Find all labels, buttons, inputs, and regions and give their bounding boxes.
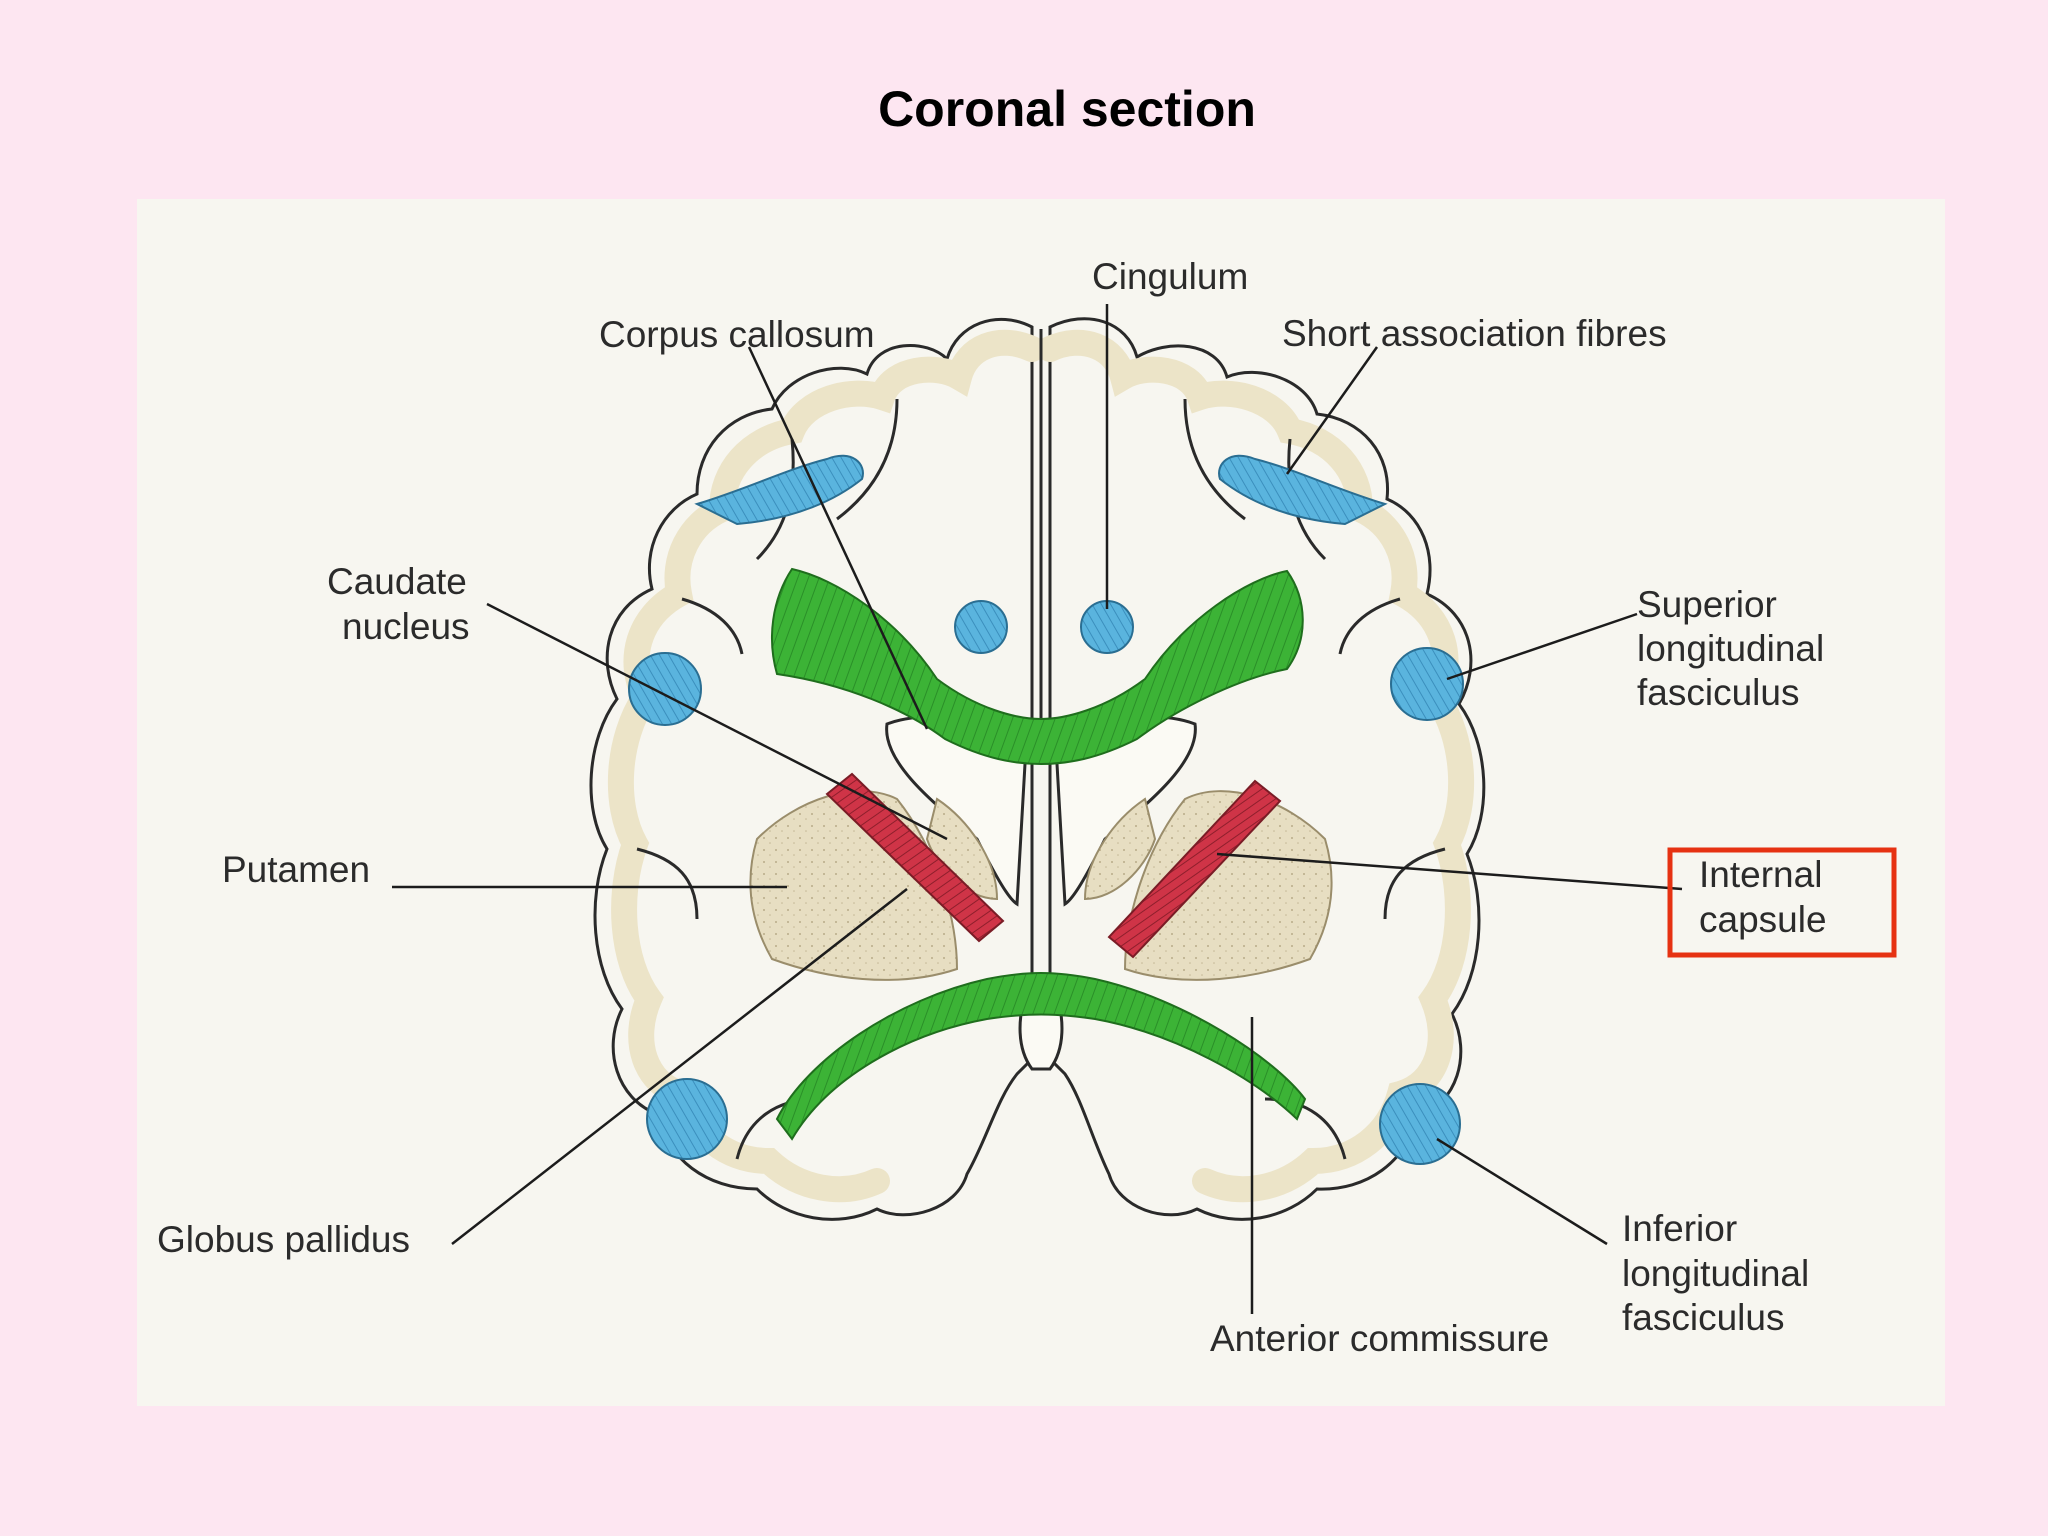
- label-putamen: Putamen: [222, 849, 370, 890]
- left-cingulum-bundle: [954, 600, 1008, 654]
- right-lentiform-nucleus: [1123, 790, 1333, 981]
- label-anterior-commissure: Anterior commissure: [1210, 1318, 1549, 1359]
- leader-lines: [392, 304, 1683, 1314]
- label-superior-longitudinal-fasciculus-line1: Superior: [1637, 584, 1777, 625]
- leader-corpus-callosum: [747, 346, 929, 730]
- left-inferior-longitudinal-fasciculus: [646, 1078, 728, 1160]
- internal-capsule-fibres: [825, 772, 1282, 959]
- label-inferior-longitudinal-fasciculus-line2: longitudinal: [1622, 1253, 1809, 1294]
- label-superior-longitudinal-fasciculus-line2: longitudinal: [1637, 628, 1824, 669]
- label-caudate-nucleus-line1: Caudate: [327, 561, 467, 602]
- structure-labels: Cingulum Corpus callosum Short associati…: [157, 256, 1827, 1359]
- label-corpus-callosum: Corpus callosum: [599, 314, 875, 355]
- right-short-association-fibres: [1218, 454, 1388, 526]
- leader-globus-pallidus: [451, 888, 908, 1245]
- right-internal-capsule: [1107, 779, 1282, 959]
- leader-caudate-nucleus: [486, 602, 948, 841]
- coronal-section-diagram: Cingulum Corpus callosum Short associati…: [137, 199, 1945, 1406]
- label-short-association-fibres: Short association fibres: [1282, 313, 1667, 354]
- leader-short-association-fibres: [1285, 346, 1379, 475]
- anterior-commissure-fibres: [775, 972, 1307, 1141]
- right-superior-longitudinal-fasciculus: [1390, 647, 1464, 721]
- right-hemisphere-outline: [1048, 317, 1486, 1221]
- left-superior-longitudinal-fasciculus: [628, 652, 702, 726]
- left-internal-capsule: [825, 772, 1005, 943]
- right-inferior-longitudinal-fasciculus: [1379, 1083, 1461, 1165]
- corpus-callosum-fibres: [771, 567, 1304, 766]
- label-internal-capsule-line1: Internal: [1699, 854, 1822, 895]
- leader-superior-longitudinal-fasciculus: [1446, 612, 1638, 681]
- leader-internal-capsule: [1216, 852, 1683, 891]
- label-cingulum: Cingulum: [1092, 256, 1248, 297]
- label-inferior-longitudinal-fasciculus-line1: Inferior: [1622, 1208, 1737, 1249]
- left-short-association-fibres: [694, 454, 864, 526]
- label-caudate-nucleus-line2: nucleus: [342, 606, 470, 647]
- right-caudate-head: [1083, 797, 1157, 901]
- label-inferior-longitudinal-fasciculus-line3: fasciculus: [1622, 1297, 1784, 1338]
- internal-capsule-highlight-box: [1667, 847, 1897, 958]
- basal-ganglia: [749, 790, 1333, 981]
- cerebral-hemispheres: [589, 317, 1486, 1221]
- brain-illustration: Cingulum Corpus callosum Short associati…: [157, 256, 1897, 1359]
- lateral-ventricles: [885, 714, 1197, 1071]
- commissural-fibres: [771, 567, 1307, 1141]
- association-fibres: [628, 454, 1464, 1165]
- leader-inferior-longitudinal-fasciculus: [1436, 1137, 1608, 1246]
- label-internal-capsule-line2: capsule: [1699, 899, 1827, 940]
- label-superior-longitudinal-fasciculus-line3: fasciculus: [1637, 672, 1799, 713]
- slide-title: Coronal section: [878, 81, 1256, 137]
- label-globus-pallidus: Globus pallidus: [157, 1219, 410, 1260]
